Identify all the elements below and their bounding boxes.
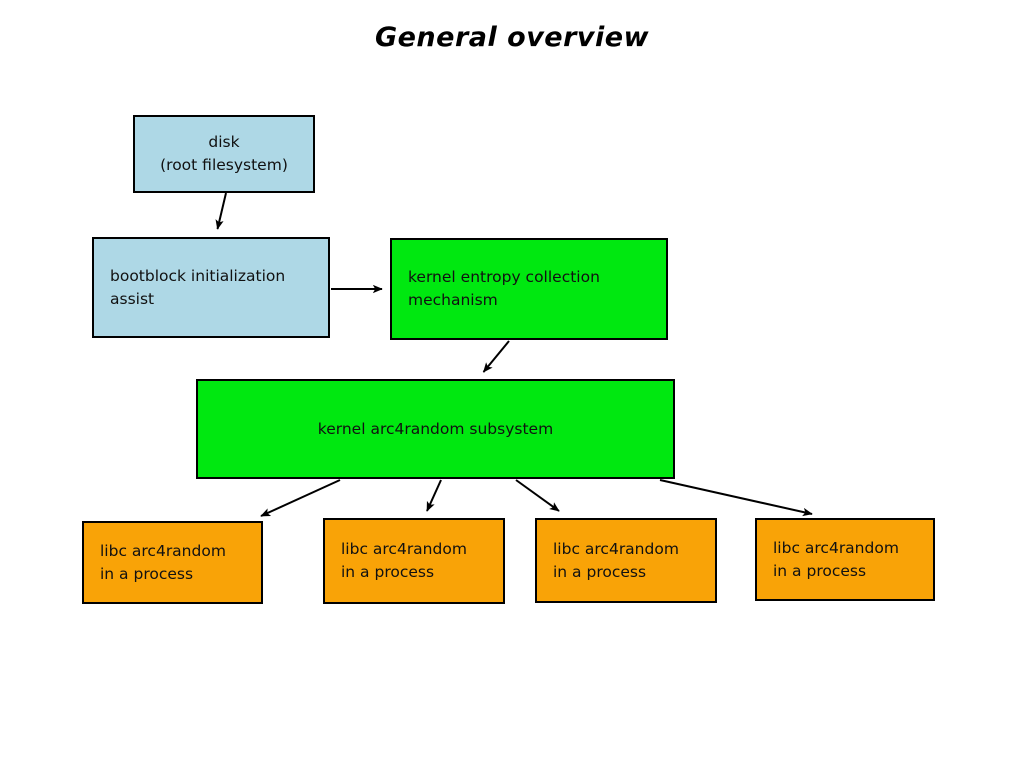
node-disk-label: disk (root filesystem) bbox=[160, 133, 288, 174]
node-subsystem-label: kernel arc4random subsystem bbox=[317, 419, 554, 438]
edge-disk-to-bootblock bbox=[215, 192, 227, 230]
node-libc-arc4random-process-4[interactable]: libc arc4random in a process bbox=[755, 518, 935, 601]
edge-subsystem-to-libc1 bbox=[260, 479, 341, 517]
node-disk[interactable]: disk (root filesystem) bbox=[133, 115, 315, 193]
node-bootblock-label: bootblock initialization assist bbox=[110, 266, 286, 308]
node-libc-3-label: libc arc4random in a process bbox=[553, 539, 679, 581]
node-libc-arc4random-process-3[interactable]: libc arc4random in a process bbox=[535, 518, 717, 603]
node-libc-4-label: libc arc4random in a process bbox=[773, 538, 899, 580]
node-libc-arc4random-process-1[interactable]: libc arc4random in a process bbox=[82, 521, 263, 604]
node-bootblock-initialization-assist[interactable]: bootblock initialization assist bbox=[92, 237, 330, 338]
node-libc-2-label: libc arc4random in a process bbox=[341, 540, 467, 581]
node-entropy-label: kernel entropy collection mechanism bbox=[408, 268, 600, 309]
node-kernel-entropy-collection-mechanism[interactable]: kernel entropy collection mechanism bbox=[390, 238, 668, 340]
edge-subsystem-to-libc2 bbox=[426, 479, 442, 512]
node-kernel-arc4random-subsystem[interactable]: kernel arc4random subsystem bbox=[196, 379, 675, 479]
node-libc-arc4random-process-2[interactable]: libc arc4random in a process bbox=[323, 518, 505, 604]
page-title: General overview bbox=[374, 22, 650, 53]
node-libc-1-label: libc arc4random in a process bbox=[100, 541, 226, 583]
edge-entropy-to-subsystem bbox=[482, 340, 510, 373]
edge-subsystem-to-libc3 bbox=[515, 479, 560, 512]
edge-subsystem-to-libc4 bbox=[659, 479, 813, 517]
